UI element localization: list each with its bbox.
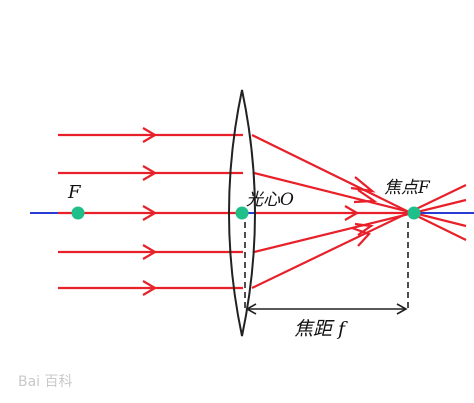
- arrow-3: [142, 205, 158, 221]
- optical-center-point: [235, 206, 249, 220]
- left-focus-label: F: [67, 182, 82, 203]
- focal-length-dimension: [245, 303, 408, 315]
- arrow-1: [142, 127, 158, 143]
- refracted-arrow-3: [344, 205, 360, 221]
- incoming-rays: [58, 127, 243, 296]
- dimension-arrow-left: [245, 303, 257, 315]
- watermark: Bai 百科: [18, 374, 73, 390]
- arrow-4: [142, 244, 158, 260]
- right-focus-point: [407, 206, 421, 220]
- arrow-2: [142, 165, 158, 181]
- refracted-rays: [251, 134, 467, 289]
- focal-length-guides: [244, 222, 409, 312]
- focal-point-label: 焦点F: [384, 178, 431, 198]
- refracted-arrow-1: [350, 176, 376, 193]
- refracted-ray-2: [253, 171, 467, 228]
- optical-center-label: 光心O: [246, 190, 294, 210]
- refracted-ray-1: [251, 134, 467, 241]
- arrow-5: [142, 280, 158, 296]
- focal-length-label: 焦距 f: [294, 318, 348, 340]
- refracted-ray-4: [253, 198, 467, 254]
- refracted-arrow-2: [353, 189, 378, 204]
- left-focus-point: [71, 206, 85, 220]
- refracted-arrow-5: [351, 226, 371, 247]
- dimension-arrow-right: [396, 303, 408, 315]
- convex-lens: [228, 89, 256, 337]
- refracted-ray-5: [251, 184, 467, 289]
